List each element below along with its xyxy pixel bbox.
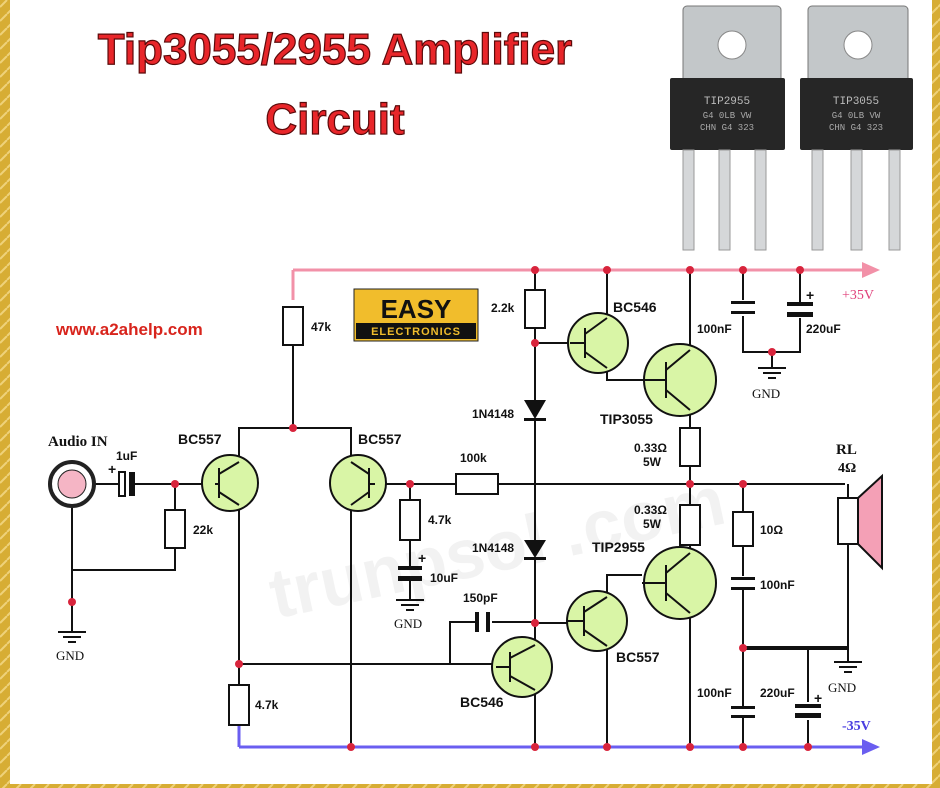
resistor-100k — [455, 473, 499, 495]
capacitor-10uf-label: 10uF — [430, 571, 458, 585]
resistor-2k2 — [524, 289, 546, 329]
positive-rail — [291, 262, 880, 300]
capacitor-zobel-label: 100nF — [760, 578, 795, 592]
title-line-1: Tip3055/2955 Amplifier — [98, 25, 572, 74]
capacitor-zobel — [731, 577, 755, 590]
ground-icon — [834, 661, 862, 673]
capacitor-top-220uf — [787, 302, 813, 317]
driver-top-label: BC546 — [613, 299, 657, 315]
capacitor-bottom-100nf-label: 100nF — [697, 686, 732, 700]
resistor-4k7-tail-label: 4.7k — [255, 698, 279, 712]
resistor-100k-label: 100k — [460, 451, 487, 465]
load-label: RL — [836, 442, 857, 458]
q2-label: BC557 — [358, 431, 402, 447]
input-capacitor-label: 1uF — [116, 449, 137, 463]
transistor-q2-bc557 — [329, 454, 387, 512]
q1-label: BC557 — [178, 431, 222, 447]
ground-label-top: GND — [752, 386, 780, 401]
logo-top-text: EASY — [381, 294, 452, 324]
page-background — [10, 0, 932, 784]
resistor-4k7-tail — [228, 684, 250, 726]
logo-bottom-text: ELECTRONICS — [371, 326, 461, 338]
page-title: Tip3055/2955 Amplifier Circuit — [97, 24, 573, 144]
audio-in-label: Audio IN — [48, 434, 108, 450]
tip3055-label: TIP3055 — [600, 411, 653, 427]
negative-rail — [237, 725, 880, 755]
junction-dots — [68, 266, 812, 751]
transistor-tip2955 — [642, 546, 717, 620]
tip3055-marking-2: G4 0LB VW — [832, 111, 881, 121]
resistor-emitter-bottom — [679, 504, 701, 546]
speaker-icon — [837, 473, 883, 571]
resistor-emitter-top-value: 0.33Ω — [634, 441, 667, 455]
tip3055-marking-1: TIP3055 — [833, 96, 879, 108]
capacitor-top-100nf-label: 100nF — [697, 322, 732, 336]
capacitor-top-220uf-plus: + — [806, 287, 814, 303]
resistor-22k-label: 22k — [193, 523, 213, 537]
capacitor-bottom-220uf-plus: + — [814, 690, 822, 706]
input-capacitor — [118, 471, 135, 497]
resistor-zobel-label: 10Ω — [760, 523, 783, 537]
tip3055-marking-3: CHN G4 323 — [829, 123, 883, 133]
driver-bottom-label: BC557 — [616, 649, 660, 665]
diode-1n4148-top — [524, 400, 546, 421]
website-url[interactable]: www.a2ahelp.com — [55, 320, 203, 339]
diode-bottom-label: 1N4148 — [472, 541, 514, 555]
ground-label-output: GND — [828, 680, 856, 695]
positive-rail-label: +35V — [842, 288, 874, 303]
resistor-emitter-top — [679, 427, 701, 467]
resistor-22k — [164, 509, 186, 549]
resistor-4k7-feedback-label: 4.7k — [428, 513, 452, 527]
transistor-driver-bc546 — [567, 312, 629, 374]
capacitor-150pf — [475, 612, 490, 632]
resistor-zobel — [732, 511, 754, 547]
resistor-emitter-bottom-value: 0.33Ω — [634, 503, 667, 517]
resistor-4k7-feedback — [399, 499, 421, 541]
capacitor-10uf — [398, 566, 422, 581]
transistor-driver-bc557 — [566, 590, 628, 652]
tip2955-photo: TIP2955 G4 0LB VW CHN G4 323 — [670, 5, 785, 251]
transistor-vas-bc546 — [491, 636, 553, 698]
capacitor-bottom-220uf — [795, 704, 821, 718]
transistor-q1-bc557 — [201, 454, 259, 512]
diode-top-label: 1N4148 — [472, 407, 514, 421]
capacitor-10uf-plus: + — [418, 550, 426, 566]
resistor-47k-label: 47k — [311, 320, 331, 334]
title-line-2: Circuit — [265, 95, 405, 144]
capacitor-bottom-100nf — [731, 706, 755, 718]
tip2955-marking-2: G4 0LB VW — [703, 111, 752, 121]
ground-icon — [58, 631, 86, 643]
capacitor-150pf-label: 150pF — [463, 591, 498, 605]
ground-label-input: GND — [56, 648, 84, 663]
tip2955-marking-1: TIP2955 — [704, 96, 750, 108]
transistor-tip3055 — [642, 343, 717, 417]
ground-icon — [758, 367, 786, 379]
negative-rail-label: -35V — [842, 719, 871, 734]
audio-input-jack[interactable] — [48, 460, 96, 508]
ground-icon — [396, 599, 424, 611]
resistor-47k — [282, 306, 304, 346]
tip3055-photo: TIP3055 G4 0LB VW CHN G4 323 — [800, 5, 913, 251]
tip2955-label: TIP2955 — [592, 539, 645, 555]
vas-label: BC546 — [460, 694, 504, 710]
ground-label-feedback: GND — [394, 616, 422, 631]
tip2955-marking-3: CHN G4 323 — [700, 123, 754, 133]
resistor-emitter-top-power: 5W — [643, 455, 662, 469]
easy-electronics-logo: EASY ELECTRONICS — [353, 288, 479, 342]
diode-1n4148-bottom — [524, 540, 546, 560]
resistor-emitter-bottom-power: 5W — [643, 517, 662, 531]
capacitor-top-220uf-label: 220uF — [806, 322, 841, 336]
input-cap-plus: + — [108, 461, 116, 477]
load-value: 4Ω — [838, 461, 856, 476]
resistor-2k2-label: 2.2k — [491, 301, 515, 315]
capacitor-top-100nf — [731, 301, 755, 314]
capacitor-bottom-220uf-label: 220uF — [760, 686, 795, 700]
